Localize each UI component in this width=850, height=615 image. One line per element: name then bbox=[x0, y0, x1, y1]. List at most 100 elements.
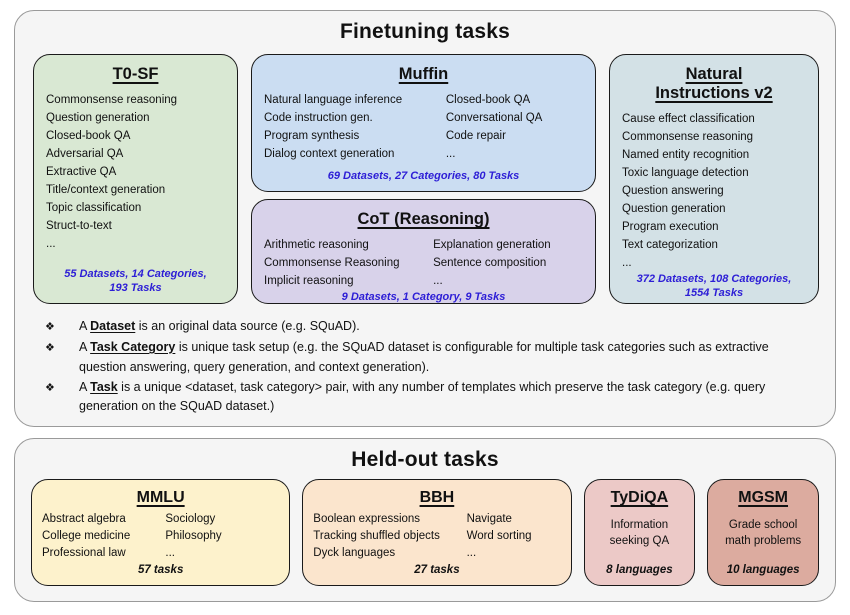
bbh-title: BBH bbox=[419, 489, 455, 506]
list-item: Tracking shuffled objects bbox=[313, 530, 440, 542]
muffin-box: Muffin Natural language inference Code i… bbox=[251, 54, 596, 192]
list-item: Extractive QA bbox=[46, 166, 117, 178]
list-item: College medicine bbox=[42, 530, 131, 542]
mgsm-title: MGSM bbox=[738, 489, 789, 506]
list-item: Conversational QA bbox=[445, 112, 543, 124]
definitions-list: ❖ A Dataset is an original data source (… bbox=[45, 317, 807, 417]
list-item: Sociology bbox=[165, 513, 216, 525]
stats-line: 55 Datasets, 14 Categories, bbox=[64, 268, 207, 280]
definition-pre: A bbox=[79, 379, 91, 394]
finetuning-tasks-panel: Finetuning tasks T0-SF Commonsense reaso… bbox=[14, 10, 836, 427]
definition-text: A Task Category is unique task setup (e.… bbox=[79, 338, 795, 377]
list-item: Natural language inference bbox=[264, 94, 403, 106]
definition-term: Dataset bbox=[90, 319, 136, 333]
stats-line: 1554 Tasks bbox=[684, 287, 744, 299]
niv2-title-line2: Instructions v2 bbox=[655, 84, 773, 102]
t0sf-title: T0-SF bbox=[112, 65, 159, 83]
mgsm-box: MGSM Grade school math problems 10 langu… bbox=[707, 479, 819, 586]
heldout-panel-title: Held-out tasks bbox=[351, 448, 499, 471]
list-item: Text categorization bbox=[622, 239, 718, 251]
cot-stats: 9 Datasets, 1 Category, 9 Tasks bbox=[341, 291, 506, 303]
muffin-task-list: Natural language inference Code instruct… bbox=[264, 91, 583, 163]
list-item: Named entity recognition bbox=[622, 149, 750, 161]
bbh-box: BBH Boolean expressions Tracking shuffle… bbox=[302, 479, 572, 586]
list-item: Question answering bbox=[622, 185, 724, 197]
heldout-tasks-panel: Held-out tasks MMLU Abstract algebra Col… bbox=[14, 438, 836, 602]
list-item: Code instruction gen. bbox=[264, 112, 373, 124]
muffin-stats: 69 Datasets, 27 Categories, 80 Tasks bbox=[327, 170, 520, 182]
list-item: ... bbox=[165, 547, 175, 559]
stats-line: 193 Tasks bbox=[109, 282, 162, 294]
middle-column: Muffin Natural language inference Code i… bbox=[251, 54, 596, 304]
tydiqa-title: TyDiQA bbox=[610, 489, 669, 506]
definition-rest: is a unique <dataset, task category> pai… bbox=[79, 379, 766, 414]
niv2-task-list: Cause effect classification Commonsense … bbox=[622, 110, 806, 272]
list-item: Sentence composition bbox=[433, 257, 547, 269]
description-line: Information bbox=[610, 519, 669, 531]
natural-instructions-v2-box: Natural Instructions v2 Cause effect cla… bbox=[609, 54, 819, 304]
list-item: Struct-to-text bbox=[46, 220, 112, 232]
tydiqa-description: Information seeking QA bbox=[595, 517, 685, 549]
bbh-stats: 27 tasks bbox=[414, 564, 460, 576]
list-item: Question generation bbox=[46, 112, 150, 124]
list-item: ... bbox=[445, 148, 456, 160]
list-item: Commonsense reasoning bbox=[622, 131, 754, 143]
bbh-column-1: Boolean expressions Tracking shuffled ob… bbox=[313, 511, 466, 562]
list-item: ... bbox=[466, 547, 477, 559]
cot-task-list: Arithmetic reasoning Commonsense Reasoni… bbox=[264, 236, 583, 290]
heldout-boxes-row: MMLU Abstract algebra College medicine P… bbox=[31, 479, 819, 586]
description-line: math problems bbox=[725, 535, 802, 547]
finetuning-boxes-row: T0-SF Commonsense reasoning Question gen… bbox=[33, 54, 819, 304]
list-item: Navigate bbox=[466, 513, 512, 525]
list-item: Code repair bbox=[445, 130, 506, 142]
list-item: Topic classification bbox=[46, 202, 142, 214]
definition-pre: A bbox=[79, 319, 91, 333]
definition-task: ❖ A Task is a unique <dataset, task cate… bbox=[45, 378, 807, 417]
niv2-title: Natural Instructions v2 bbox=[622, 65, 806, 103]
list-item: ... bbox=[46, 238, 56, 250]
list-item: ... bbox=[433, 275, 443, 287]
list-item: Commonsense Reasoning bbox=[264, 257, 400, 269]
list-item: ... bbox=[622, 257, 632, 269]
mgsm-stats: 10 languages bbox=[726, 564, 800, 576]
mmlu-column-1: Abstract algebra College medicine Profes… bbox=[42, 511, 165, 562]
t0sf-stats: 55 Datasets, 14 Categories, 193 Tasks bbox=[46, 267, 225, 295]
cot-column-1: Arithmetic reasoning Commonsense Reasoni… bbox=[264, 236, 433, 290]
niv2-stats: 372 Datasets, 108 Categories, 1554 Tasks bbox=[622, 272, 806, 300]
t0sf-box: T0-SF Commonsense reasoning Question gen… bbox=[33, 54, 238, 304]
mmlu-title: MMLU bbox=[136, 489, 185, 506]
definition-rest: is unique task setup (e.g. the SQuAD dat… bbox=[79, 340, 769, 374]
mgsm-description: Grade school math problems bbox=[718, 517, 808, 549]
definition-dataset: ❖ A Dataset is an original data source (… bbox=[45, 317, 807, 338]
mmlu-column-2: Sociology Philosophy ... bbox=[165, 511, 279, 562]
list-item: Title/context generation bbox=[46, 184, 166, 196]
mmlu-task-list: Abstract algebra College medicine Profes… bbox=[42, 511, 279, 562]
list-item: Program synthesis bbox=[264, 130, 360, 142]
bbh-column-2: Navigate Word sorting ... bbox=[467, 511, 561, 562]
bbh-task-list: Boolean expressions Tracking shuffled ob… bbox=[313, 511, 560, 562]
list-item: Cause effect classification bbox=[622, 113, 755, 125]
definition-term: Task bbox=[90, 379, 118, 394]
cot-column-2: Explanation generation Sentence composit… bbox=[433, 236, 583, 290]
list-item: Arithmetic reasoning bbox=[264, 239, 369, 251]
definition-text: A Task is a unique <dataset, task catego… bbox=[79, 378, 795, 417]
diamond-bullet-icon: ❖ bbox=[45, 342, 55, 354]
list-item: Dyck languages bbox=[313, 547, 396, 559]
list-item: Abstract algebra bbox=[42, 513, 126, 525]
list-item: Philosophy bbox=[165, 530, 222, 542]
muffin-column-1: Natural language inference Code instruct… bbox=[264, 91, 446, 163]
list-item: Dialog context generation bbox=[264, 148, 395, 160]
stats-line: 372 Datasets, 108 Categories, bbox=[636, 273, 792, 285]
list-item: Toxic language detection bbox=[622, 167, 749, 179]
definition-pre: A bbox=[79, 340, 91, 354]
list-item: Program execution bbox=[622, 221, 719, 233]
t0sf-task-list: Commonsense reasoning Question generatio… bbox=[46, 91, 225, 253]
definition-task-category: ❖ A Task Category is unique task setup (… bbox=[45, 338, 807, 377]
mmlu-stats: 57 tasks bbox=[137, 564, 184, 576]
list-item: Boolean expressions bbox=[313, 513, 421, 525]
list-item: Commonsense reasoning bbox=[46, 94, 178, 106]
diamond-bullet-icon: ❖ bbox=[45, 381, 55, 394]
diamond-bullet-icon: ❖ bbox=[45, 321, 55, 333]
list-item: Explanation generation bbox=[433, 239, 551, 251]
